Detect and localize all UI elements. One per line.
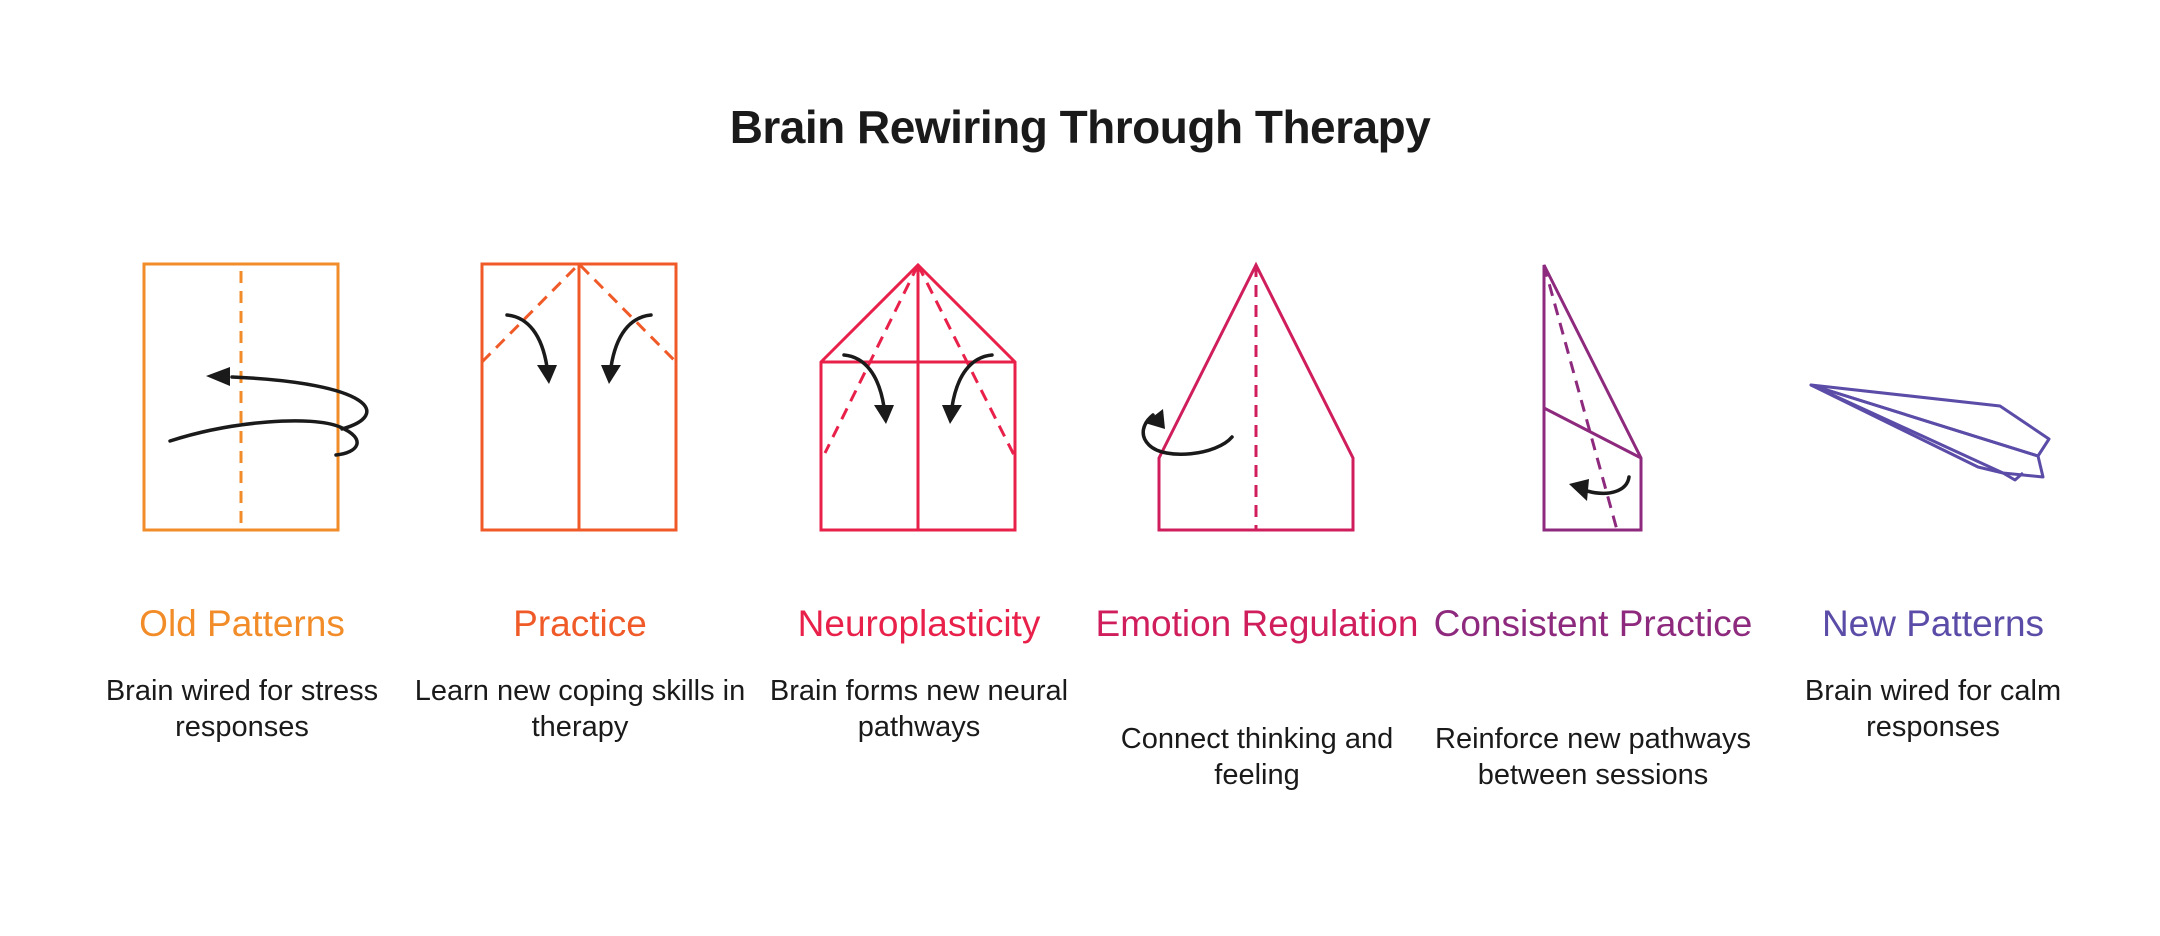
step-description: Reinforce new pathways between sessions <box>1435 723 1751 791</box>
diagram-title: Brain Rewiring Through Therapy <box>729 101 1431 153</box>
step-description: Learn new coping skills in therapy <box>414 675 746 743</box>
paper-corner-fold-icon <box>410 255 750 545</box>
step-label: Practice <box>513 603 647 644</box>
step-label: Emotion Regulation <box>1095 603 1419 644</box>
paper-point-fold-icon <box>1087 255 1427 545</box>
step-label: Consistent Practice <box>1433 603 1753 644</box>
step-description: Connect thinking and feeling <box>1120 723 1394 791</box>
paper-wing-fold-icon <box>1423 255 1763 545</box>
step-description: Brain forms new neural pathways <box>769 675 1069 743</box>
step-label: New Patterns <box>1821 603 2045 644</box>
step-description: Brain wired for calm responses <box>1804 675 2062 743</box>
paper-airplane-icon <box>1763 255 2103 545</box>
step-label: Neuroplasticity <box>797 603 1041 644</box>
step-description: Brain wired for stress responses <box>105 675 379 743</box>
step-label: Old Patterns <box>139 603 345 644</box>
paper-house-fold-icon <box>749 255 1089 545</box>
paper-rectangle-fold-icon <box>72 255 412 545</box>
